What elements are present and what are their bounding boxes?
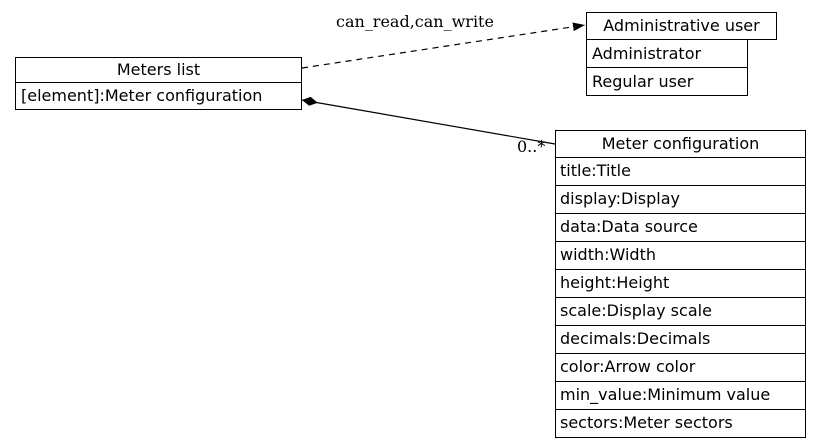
- meter-config-attribute-height: height:Height: [556, 269, 805, 297]
- node-admin-user-title: Administrative user: [586, 12, 777, 40]
- meter-config-attribute-decimals: decimals:Decimals: [556, 325, 805, 353]
- edge-label-dependency: can_read,can_write: [336, 12, 494, 31]
- node-admin-user-row-regular-user: Regular user: [586, 67, 748, 96]
- meter-config-attribute-scale: scale:Display scale: [556, 297, 805, 325]
- meter-config-attribute-display: display:Display: [556, 185, 805, 213]
- node-meter-configuration-title: Meter configuration: [601, 134, 760, 153]
- meter-config-attribute-min-value: min_value:Minimum value: [556, 381, 805, 409]
- edge-label-multiplicity: 0..*: [517, 137, 546, 156]
- node-meters-list-attribute: [element]:Meter configuration: [15, 82, 302, 110]
- meter-config-attribute-data: data:Data source: [556, 213, 805, 241]
- node-admin-user-row-administrator: Administrator: [586, 39, 748, 68]
- node-meters-list-title: Meters list: [15, 57, 302, 83]
- meter-config-attribute-width: width:Width: [556, 241, 805, 269]
- node-meter-configuration: Meter configuration title:Title display:…: [555, 130, 806, 438]
- meter-config-attribute-color: color:Arrow color: [556, 353, 805, 381]
- meter-config-attribute-title: title:Title: [556, 157, 805, 185]
- meter-config-attribute-sectors: sectors:Meter sectors: [556, 409, 805, 437]
- dependency-edge: [301, 22, 586, 69]
